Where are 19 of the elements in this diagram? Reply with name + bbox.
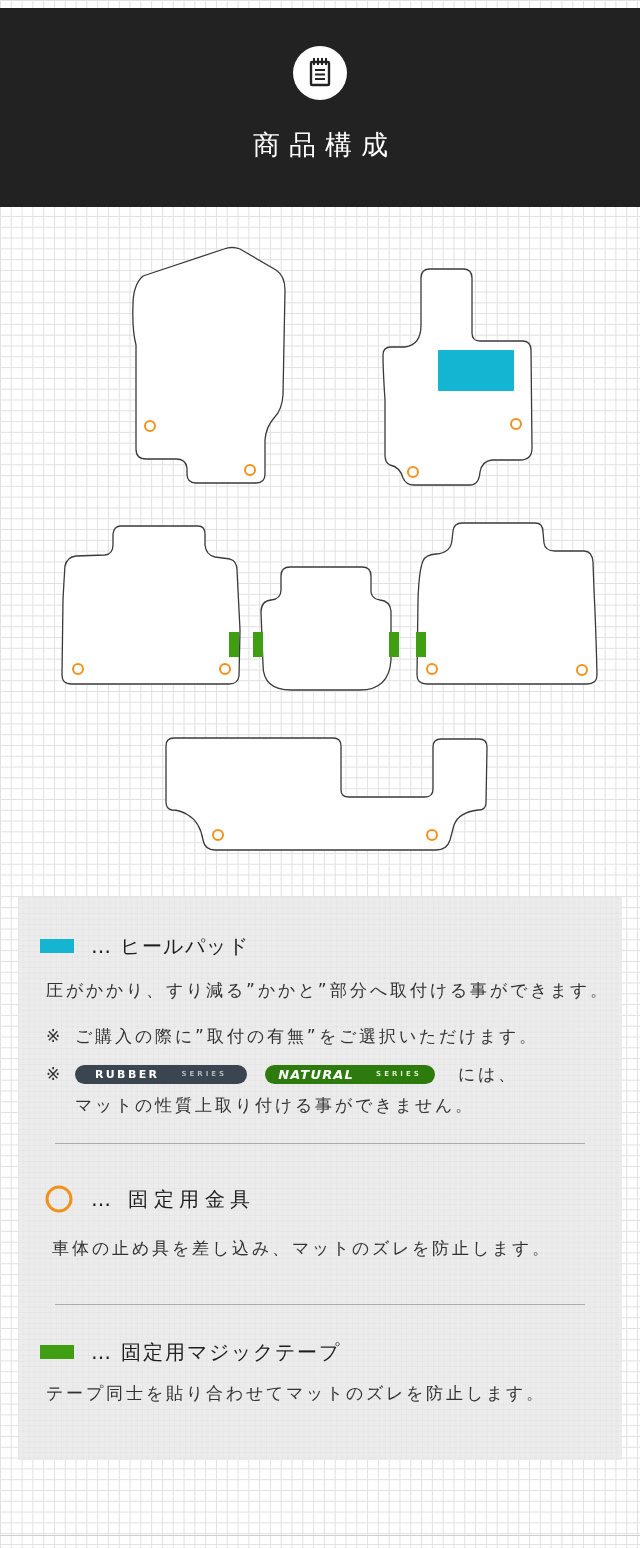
floor-mat-outline: [260, 566, 392, 691]
description-text: 圧がかかり、すり減る”かかと”部分へ取付ける事ができます。: [46, 979, 610, 1002]
badge-title: NATURAL: [278, 1066, 355, 1082]
note-text: ご購入の際に”取付の有無”をご選択いただけます。: [75, 1025, 539, 1048]
legend-label: … 固定用マジックテープ: [91, 1339, 342, 1365]
floor-mat-outline: [165, 737, 488, 851]
floor-mat-outline: [61, 525, 241, 685]
floor-mat-outline: [132, 246, 286, 484]
legend-label: … ヒールパッド: [91, 933, 250, 959]
legend-label: … 固定用金具: [91, 1186, 256, 1212]
badge-title: RUBBER: [94, 1066, 160, 1082]
note-text: マットの性質上取り付ける事ができません。: [75, 1094, 475, 1117]
note-mark: ※: [46, 1025, 62, 1048]
page-title: 商品構成: [251, 129, 398, 161]
note-mark: ※: [46, 1063, 62, 1086]
description-text: テープ同士を貼り合わせてマットのズレを防止します。: [46, 1382, 546, 1405]
description-text: 車体の止め具を差し込み、マットのズレを防止します。: [52, 1237, 552, 1260]
floor-mat-outline: [416, 522, 598, 685]
note-text: には、: [458, 1063, 518, 1086]
